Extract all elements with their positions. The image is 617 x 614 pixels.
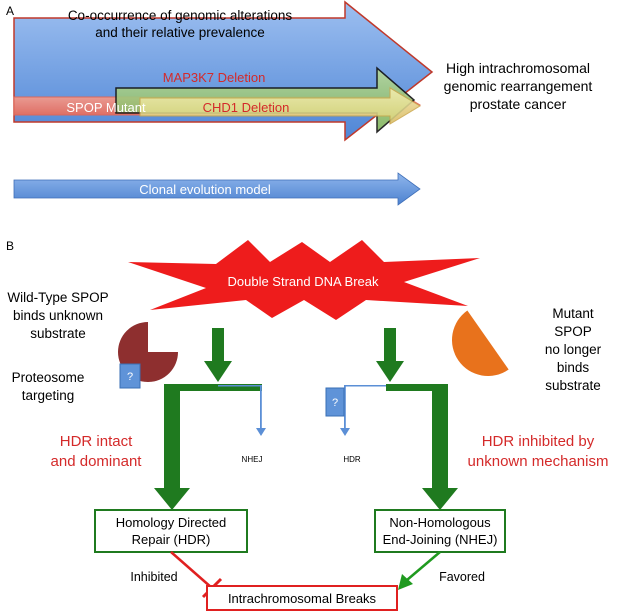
nhej-box (374, 509, 506, 553)
nhej-box-text-1: Non-Homologous (389, 515, 491, 530)
hdr-box-text-2: Repair (HDR) (132, 532, 211, 547)
mutant-spop-text-3: no longer (545, 342, 602, 357)
dsb-label: Double Strand DNA Break (227, 274, 379, 289)
prevalence-text-1: Co-occurrence of genomic alterations (68, 8, 293, 23)
panel-b-label: B (6, 239, 14, 253)
hdr-small-label: HDR (343, 455, 361, 464)
proteosome-text-2: targeting (22, 388, 75, 403)
mutant-spop-text-1: Mutant (552, 306, 594, 321)
spop-mutant-label: SPOP Mutant (66, 100, 146, 115)
left-hdr-arrow-head (154, 488, 190, 510)
left-dsb-arrow-head (204, 361, 232, 382)
proteosome-text-1: Proteosome (12, 370, 85, 385)
wt-spop-text-2: binds unknown (13, 308, 103, 323)
wt-substrate-block (119, 363, 141, 389)
right-hdr-line (344, 385, 346, 429)
right-branch-bar (386, 384, 440, 391)
inhibition-line (170, 551, 213, 589)
right-substrate-question: ? (332, 397, 338, 409)
right-substrate-block (325, 387, 345, 417)
clonal-evolution-label: Clonal evolution model (139, 182, 271, 197)
favored-line (406, 551, 441, 581)
left-nhej-line (260, 385, 262, 429)
outcome-text-2: genomic rearrangement (444, 78, 593, 94)
mutant-spop-text-2: SPOP (554, 324, 592, 339)
hdr-inhibited-text-2: unknown mechanism (468, 453, 609, 470)
wt-substrate-question: ? (127, 371, 133, 383)
dsb-starburst (128, 240, 480, 320)
hdr-intact-text-2: and dominant (51, 453, 143, 470)
nhej-small-label: NHEJ (242, 455, 263, 464)
left-nhej-branch (218, 385, 262, 387)
right-dsb-arrow-shaft (384, 328, 396, 363)
clonal-evolution-arrow (13, 172, 421, 206)
right-nhej-arrow-head (422, 488, 458, 510)
left-dsb-arrow-shaft (212, 328, 224, 363)
prevalence-text-2: and their relative prevalence (95, 25, 265, 40)
chd1-label: CHD1 Deletion (203, 100, 290, 115)
nhej-box-text-2: End-Joining (NHEJ) (383, 532, 498, 547)
outcome-text-3: prostate cancer (470, 96, 567, 112)
right-hdr-head (340, 428, 350, 436)
inhibited-label: Inhibited (130, 570, 177, 584)
hdr-inhibited-text-1: HDR inhibited by (482, 433, 595, 450)
hdr-box-text-1: Homology Directed (116, 515, 227, 530)
map3k7-label: MAP3K7 Deletion (163, 70, 266, 85)
outcome-text-1: High intrachromosomal (446, 60, 590, 76)
right-nhej-shaft (432, 384, 448, 492)
mutant-spop-text-5: substrate (545, 378, 601, 393)
mutant-spop-text-4: binds (557, 360, 590, 375)
favored-label: Favored (439, 570, 485, 584)
right-dsb-arrow-head (376, 361, 404, 382)
left-hdr-shaft (164, 384, 180, 492)
panel-a-label: A (6, 4, 14, 18)
favored-arrow-head (398, 574, 413, 590)
chd1-arrow (139, 87, 421, 125)
left-branch-bar (164, 384, 262, 391)
intrachromosomal-breaks-box (206, 585, 398, 611)
wt-spop-text-3: substrate (30, 326, 86, 341)
wt-spop-text-1: Wild-Type SPOP (7, 290, 108, 305)
left-nhej-head (256, 428, 266, 436)
hdr-intact-text-1: HDR intact (60, 433, 133, 450)
intrachromosomal-breaks-label: Intrachromosomal Breaks (228, 591, 377, 606)
mutant-spop-shape (452, 310, 509, 376)
